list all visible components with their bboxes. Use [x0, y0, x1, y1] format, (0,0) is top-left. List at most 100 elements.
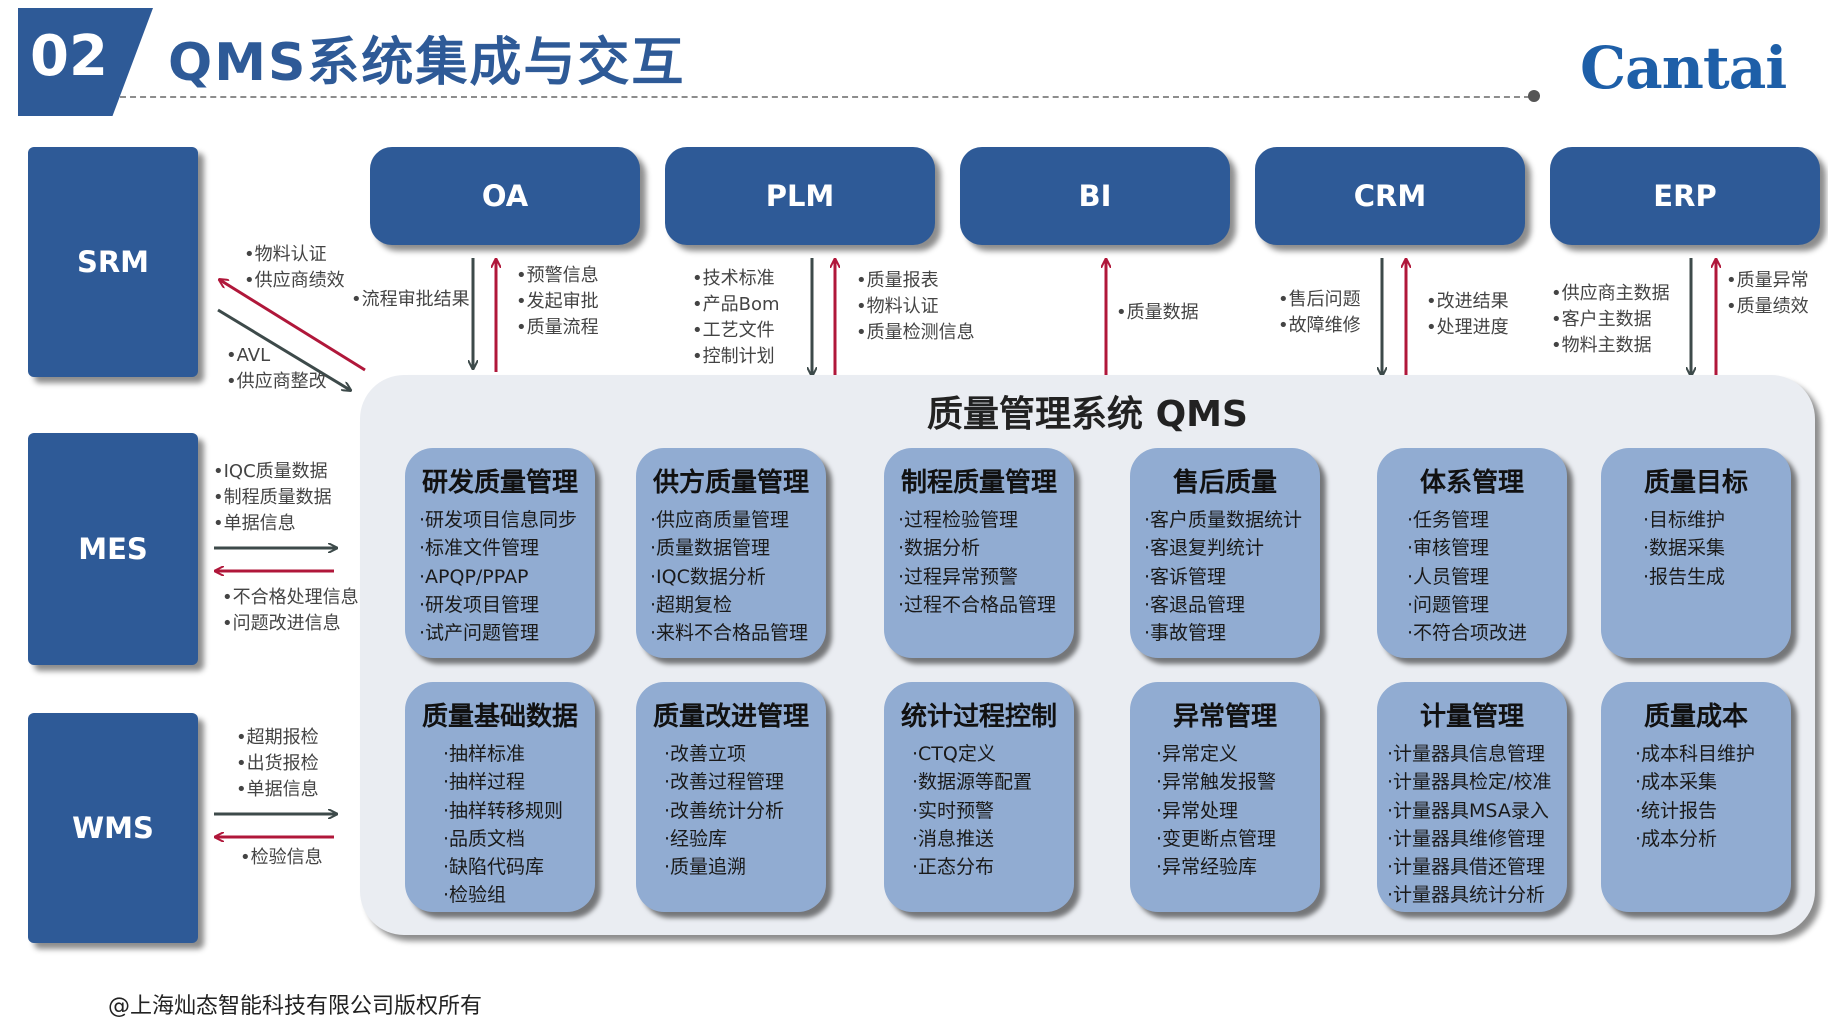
label-erp-down: •供应商主数据 •客户主数据 •物料主数据	[1551, 281, 1670, 359]
label-line: •制程质量数据	[213, 487, 332, 508]
module-item: ·人员管理	[1407, 565, 1490, 588]
label-line: •超期报检	[236, 727, 319, 748]
label-line: •技术标准	[692, 268, 775, 289]
module-title: 异常管理	[1172, 702, 1277, 732]
label-line: •客户主数据	[1551, 309, 1652, 330]
system-srm: SRM	[28, 147, 198, 377]
module-item: ·计量器具借还管理	[1387, 856, 1546, 879]
module-item: ·计量器具检定/校准	[1387, 771, 1552, 794]
system-wms: WMS	[28, 713, 198, 943]
label-plm-up: •质量报表 •物料认证 •质量检测信息	[856, 268, 975, 346]
system-plm: PLM	[665, 147, 935, 245]
module-item: ·质量数据管理	[650, 537, 771, 560]
module-spc: 统计过程控制 ·CTQ定义 ·数据源等配置 ·实时预警 ·消息推送 ·正态分布	[884, 682, 1074, 912]
system-crm: CRM	[1255, 147, 1525, 245]
label-line: •供应商整改	[226, 371, 327, 392]
module-item: ·异常定义	[1156, 743, 1239, 765]
system-oa: OA	[370, 147, 640, 245]
module-after-sales-quality: 售后质量 ·客户质量数据统计 ·客退复判统计 ·客诉管理 ·客退品管理 ·事故管…	[1130, 448, 1320, 658]
company-logo: Cantai	[1580, 34, 1787, 102]
module-item: ·客退复判统计	[1144, 537, 1265, 560]
label-line: •单据信息	[213, 513, 296, 534]
module-item: ·成本分析	[1635, 827, 1718, 850]
module-item: ·超期复检	[650, 593, 733, 616]
module-item: ·过程不合格品管理	[898, 593, 1057, 616]
system-mes: MES	[28, 433, 198, 665]
module-item: ·数据分析	[898, 537, 981, 560]
label-line: •供应商绩效	[244, 270, 345, 291]
module-item: ·经验库	[664, 827, 728, 850]
module-item: ·IQC数据分析	[650, 565, 766, 588]
module-item: ·抽样转移规则	[443, 799, 564, 822]
module-item: ·任务管理	[1407, 509, 1490, 531]
label-line: •出货报检	[236, 753, 319, 774]
label-line: •流程审批结果	[351, 289, 470, 310]
module-title: 质量目标	[1643, 468, 1748, 498]
module-item: ·统计报告	[1635, 799, 1718, 822]
qms-container	[360, 375, 1815, 935]
module-quality-cost: 质量成本 ·成本科目维护 ·成本采集 ·统计报告 ·成本分析	[1601, 682, 1791, 912]
module-item: ·计量器具MSA录入	[1387, 799, 1549, 822]
label-line: •控制计划	[692, 346, 775, 367]
module-item: ·标准文件管理	[419, 537, 540, 560]
label-srm-in: •AVL •供应商整改	[226, 343, 327, 395]
module-item: ·缺陷代码库	[443, 856, 545, 879]
module-title: 质量改进管理	[652, 702, 809, 732]
module-item: ·实时预警	[912, 799, 995, 822]
module-item: ·数据源等配置	[912, 771, 1033, 794]
module-item: ·质量追溯	[664, 856, 747, 879]
label-line: •质量流程	[516, 317, 599, 338]
module-title: 供方质量管理	[652, 468, 809, 498]
header-divider-dot	[1528, 90, 1540, 102]
system-erp: ERP	[1550, 147, 1820, 245]
module-item: ·计量器具维修管理	[1387, 827, 1546, 850]
module-item: ·品质文档	[443, 827, 526, 850]
module-item: ·事故管理	[1144, 622, 1227, 645]
module-item: ·不符合项改进	[1407, 622, 1528, 645]
module-item: ·客诉管理	[1144, 565, 1227, 588]
module-system-management: 体系管理 ·任务管理 ·审核管理 ·人员管理 ·问题管理 ·不符合项改进	[1377, 448, 1567, 658]
module-item: ·异常经验库	[1156, 856, 1258, 879]
module-item: ·成本采集	[1635, 771, 1718, 794]
label-line: •IQC质量数据	[213, 461, 328, 482]
label-line: •质量报表	[856, 270, 939, 291]
module-item: ·计量器具信息管理	[1387, 743, 1546, 765]
module-item: ·异常触发报警	[1156, 771, 1277, 794]
module-item: ·数据采集	[1643, 537, 1726, 560]
module-item: ·目标维护	[1643, 509, 1726, 531]
module-item: ·改善立项	[664, 743, 747, 765]
label-line: •预警信息	[516, 265, 599, 286]
module-item: ·正态分布	[912, 856, 995, 879]
label-oa-up: •预警信息 •发起审批 •质量流程	[516, 263, 599, 341]
label-oa-down: •流程审批结果	[351, 287, 470, 313]
module-item: ·抽样过程	[443, 771, 526, 794]
label-line: •售后问题	[1278, 289, 1361, 310]
module-title: 体系管理	[1419, 468, 1524, 498]
module-supplier-quality: 供方质量管理 ·供应商质量管理 ·质量数据管理 ·IQC数据分析 ·超期复检 ·…	[636, 448, 826, 658]
module-rd-quality: 研发质量管理 ·研发项目信息同步 ·标准文件管理 ·APQP/PPAP ·研发项…	[405, 448, 595, 658]
module-item: ·异常处理	[1156, 799, 1239, 822]
module-item: ·客退品管理	[1144, 593, 1246, 616]
label-line: •不合格处理信息	[222, 587, 359, 608]
copyright-footer: @上海灿态智能科技有限公司版权所有	[108, 994, 483, 1019]
module-quality-goals: 质量目标 ·目标维护 ·数据采集 ·报告生成	[1601, 448, 1791, 658]
module-item: ·供应商质量管理	[650, 509, 790, 531]
label-line: •问题改进信息	[222, 613, 341, 634]
module-quality-improvement: 质量改进管理 ·改善立项 ·改善过程管理 ·改善统计分析 ·经验库 ·质量追溯	[636, 682, 826, 912]
label-wms-out: •检验信息	[240, 845, 323, 871]
module-item: ·改善统计分析	[664, 799, 785, 822]
module-item: ·抽样标准	[443, 743, 526, 765]
module-title: 质量基础数据	[421, 702, 578, 732]
label-crm-down: •售后问题 •故障维修	[1278, 287, 1361, 339]
label-mes-in: •IQC质量数据 •制程质量数据 •单据信息	[213, 459, 332, 537]
qms-title: 质量管理系统 QMS	[927, 394, 1248, 435]
header-divider	[120, 96, 1530, 98]
module-title: 售后质量	[1172, 468, 1277, 498]
module-title: 研发质量管理	[421, 468, 578, 498]
module-item: ·来料不合格品管理	[650, 622, 809, 645]
module-item: ·改善过程管理	[664, 771, 785, 794]
label-line: •工艺文件	[692, 320, 775, 341]
module-item: ·审核管理	[1407, 537, 1490, 560]
label-plm-down: •技术标准 •产品Bom •工艺文件 •控制计划	[692, 266, 780, 370]
module-metrology-management: 计量管理 ·计量器具信息管理 ·计量器具检定/校准 ·计量器具MSA录入 ·计量…	[1377, 682, 1567, 912]
